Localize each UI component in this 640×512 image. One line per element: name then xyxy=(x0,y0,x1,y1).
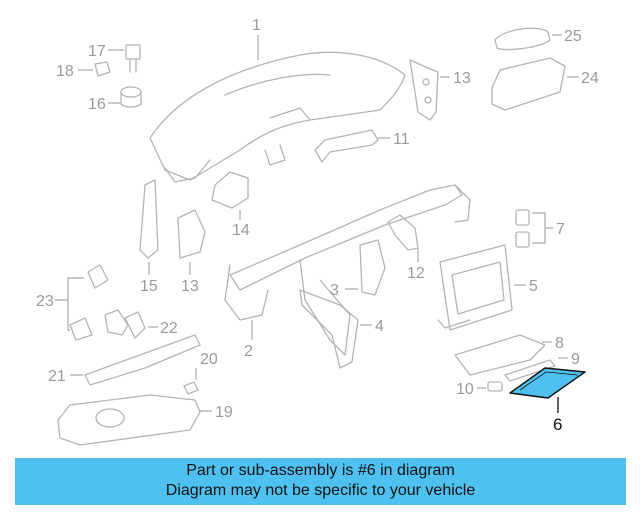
part-16-grommet: 16 xyxy=(88,86,142,113)
callout-2: 2 xyxy=(244,343,253,360)
part-19-knee-bolster: 19 xyxy=(57,394,233,446)
callout-18: 18 xyxy=(56,63,74,80)
part-12-bracket: 12 xyxy=(387,214,425,282)
part-18-nut: 18 xyxy=(56,61,111,80)
callout-10: 10 xyxy=(456,381,474,398)
callout-14: 15 xyxy=(140,278,158,295)
callout-21: 21 xyxy=(48,368,66,385)
callout-20: 20 xyxy=(200,351,218,368)
part-11-brace: 11 xyxy=(314,129,410,163)
part-5-bezel: 5 xyxy=(437,244,538,331)
callout-4: 4 xyxy=(375,318,384,335)
callout-3: 3 xyxy=(330,282,339,299)
part-13-bracket-upper: 13 xyxy=(409,59,471,121)
banner-line-2: Diagram may not be specific to your vehi… xyxy=(165,482,476,499)
part-4-brace: 4 xyxy=(299,289,384,369)
part-24-glove-box: 24 xyxy=(491,57,599,111)
callout-11: 11 xyxy=(393,131,410,148)
part-14-pillar-trim: 15 xyxy=(139,179,159,295)
info-banner: Part or sub-assembly is #6 in diagram Di… xyxy=(15,458,626,505)
part-13-panel-lower: 13 xyxy=(177,209,206,295)
part-21-bar: 21 xyxy=(48,334,201,386)
callout-13-a: 13 xyxy=(453,70,471,87)
part-8-panel: 8 xyxy=(454,334,564,376)
part-cross-car-beam: 2 xyxy=(224,184,471,360)
part-15-vent: 14 xyxy=(211,171,250,239)
parts-diagram: 1 17 18 16 13 25 24 11 xyxy=(36,17,599,446)
callout-6: 6 xyxy=(553,415,562,434)
part-25-cover: 25 xyxy=(494,27,582,51)
banner-line-1: Part or sub-assembly is #6 in diagram xyxy=(186,462,455,479)
callout-5: 5 xyxy=(529,278,538,295)
callout-8: 8 xyxy=(555,335,564,352)
callout-15: 14 xyxy=(232,222,250,239)
part-17-clip: 17 xyxy=(88,43,141,73)
callout-23: 23 xyxy=(36,293,54,310)
callout-16: 16 xyxy=(88,96,106,113)
callout-24: 24 xyxy=(581,70,599,87)
callout-25: 25 xyxy=(564,28,582,45)
part-7-clips: 7 xyxy=(515,209,565,248)
part-20-fastener: 20 xyxy=(183,351,218,395)
callout-17: 17 xyxy=(88,43,106,60)
callout-12: 12 xyxy=(407,265,425,282)
part-3-support: 3 xyxy=(330,239,386,299)
part-6-highlighted: 6 xyxy=(509,367,586,434)
callout-19: 19 xyxy=(215,404,233,421)
callout-13-b: 13 xyxy=(181,278,199,295)
callout-1: 1 xyxy=(252,17,261,34)
part-22-brackets: 22 xyxy=(104,309,178,339)
callout-9: 9 xyxy=(571,351,580,368)
part-23-brackets: 23 xyxy=(36,264,109,341)
callout-22: 22 xyxy=(160,320,178,337)
callout-7: 7 xyxy=(556,221,565,238)
part-9-strip: 9 xyxy=(504,351,580,382)
part-1-instrument-panel: 1 xyxy=(149,17,406,183)
part-10-clip: 10 xyxy=(456,381,503,398)
